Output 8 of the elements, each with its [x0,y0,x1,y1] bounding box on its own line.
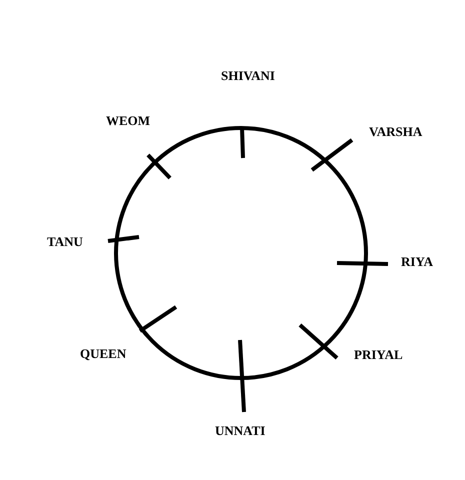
person-name: VARSHA [369,124,422,139]
person-name: PRIYAL [354,347,403,362]
person-name: SHIVANI [221,68,275,83]
person-name: WEOM [106,113,150,128]
person-name: TANU [47,234,83,249]
person-name: RIYA [401,254,434,269]
person-name: QUEEN [80,346,126,361]
person-name: UNNATI [215,423,266,438]
